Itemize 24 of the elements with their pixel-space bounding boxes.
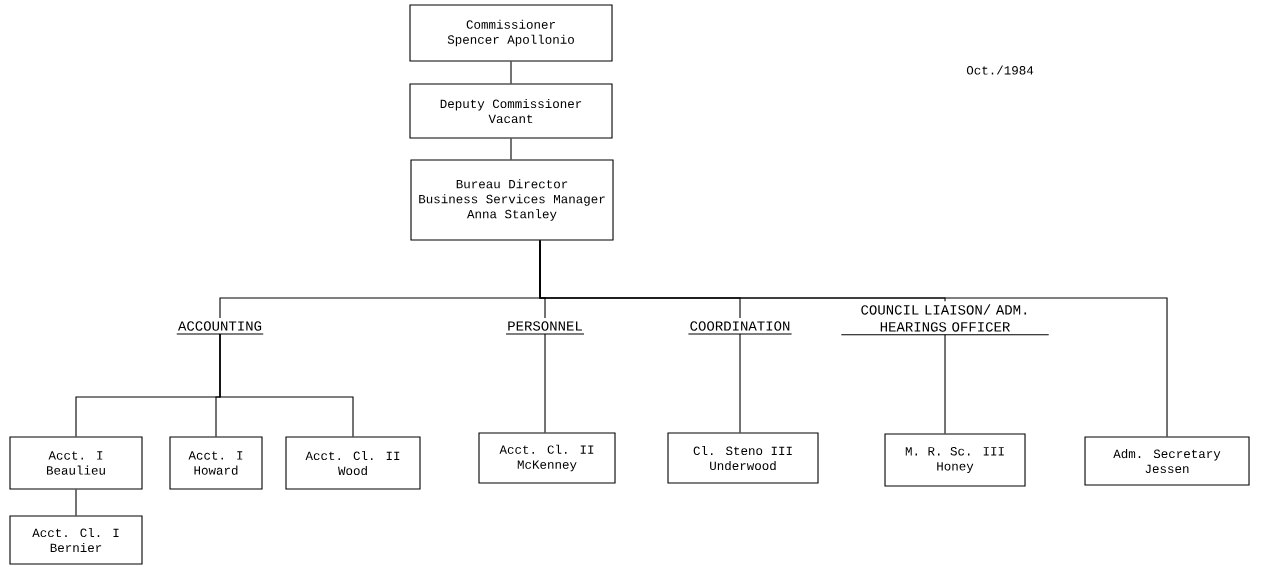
position-box: Acct. I Beaulieu xyxy=(9,436,143,490)
section-heading: COORDINATION xyxy=(687,321,793,335)
position-box: Bureau Director Business Services Manager Anna Stanley xyxy=(410,159,614,241)
position-box: M. R. Sc. III Honey xyxy=(884,433,1026,487)
position-box: Acct. I Howard xyxy=(169,436,263,490)
position-box: Acct. Cl. II McKenney xyxy=(478,432,616,484)
position-box: Acct. Cl. II Wood xyxy=(285,436,421,490)
connector-line xyxy=(944,334,946,434)
section-heading: PERSONNEL xyxy=(505,321,585,335)
connector-line xyxy=(510,138,512,160)
position-box: Deputy Commissioner Vacant xyxy=(409,83,613,139)
date-note: Oct./1984 xyxy=(966,65,1034,75)
connector-line xyxy=(544,333,546,433)
connector-line xyxy=(219,333,354,437)
section-heading: COUNCIL LIAISON/ ADM. HEARINGS OFFICER xyxy=(840,304,1050,336)
connector-line xyxy=(510,61,512,84)
connector-line xyxy=(739,333,741,433)
position-box: Adm. Secretary Jessen xyxy=(1084,436,1250,486)
position-box: Acct. Cl. I Bernier xyxy=(9,515,143,565)
position-box: Cl. Steno III Underwood xyxy=(667,432,819,484)
section-heading: ACCOUNTING xyxy=(176,321,264,335)
connector-line xyxy=(75,489,77,516)
position-box: Commissioner Spencer Apollonio xyxy=(409,4,613,62)
connector-line xyxy=(539,240,1168,437)
